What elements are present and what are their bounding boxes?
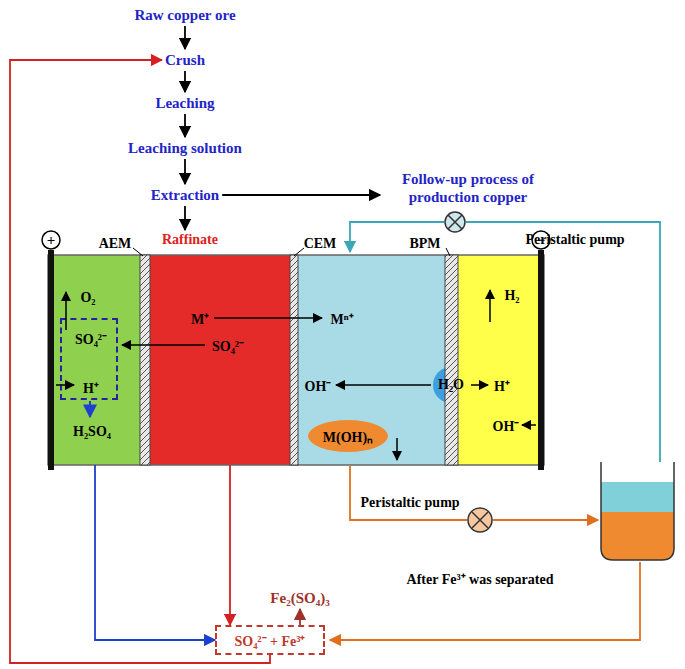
flow-arrow	[184, 159, 186, 184]
iron-box: SO₄²⁻ + Fe³⁺	[215, 625, 325, 655]
return-line	[466, 222, 660, 462]
node-text: H⁺	[494, 376, 510, 395]
flow-arrow	[184, 114, 186, 137]
flow-step: Extraction	[151, 186, 219, 204]
node-text: H⁺	[83, 378, 99, 397]
cathode	[538, 250, 544, 470]
cem-membrane	[290, 255, 298, 465]
flow-step: Crush	[165, 51, 205, 69]
sludge-line	[493, 519, 598, 521]
bpm-membrane	[445, 255, 458, 465]
node-text: SO₄²⁻	[75, 329, 107, 348]
leader-lines	[133, 248, 450, 256]
cathode-chamber: H₂ H⁺ OH⁻	[458, 255, 538, 465]
node-text: O₂	[80, 290, 95, 306]
flow-step: Leaching solution	[128, 139, 242, 157]
ion-arrows	[56, 290, 536, 460]
raffinate-chamber: RaffinateM⁺SO₄²⁻	[150, 255, 290, 465]
anode	[48, 250, 54, 470]
membrane-label: BPM	[409, 236, 440, 252]
flow-arrow	[229, 465, 231, 625]
cell-outline	[48, 255, 544, 465]
flow-arrow	[184, 26, 186, 49]
node-text: Raw copper ore	[134, 6, 235, 24]
node-text: SO₄²⁻ + Fe³⁺	[234, 631, 305, 650]
pump-symbol	[468, 508, 492, 532]
flow-step: Raw copper ore	[134, 6, 235, 24]
flow-arrow	[222, 194, 380, 196]
node-text: H₂O	[438, 377, 464, 393]
node-text: Crush	[165, 51, 205, 69]
pump-label: Peristaltic pump	[360, 495, 459, 511]
product-chamber: Mⁿ⁺OH⁻H₂OM(OH)ₙ	[298, 255, 445, 465]
node-text: OH⁻	[493, 416, 520, 435]
node-text: H₂	[504, 288, 519, 304]
aem-membrane	[140, 255, 150, 465]
node-text: M⁺	[191, 309, 209, 328]
node-text: OH⁻	[305, 376, 332, 395]
flow-step: Follow-up process of production copper	[382, 170, 554, 206]
node-text: Leaching	[155, 94, 214, 112]
flow-arrow	[184, 71, 186, 92]
membrane-label: CEM	[304, 236, 337, 252]
hydroxide-ellipse: M(OH)ₙ	[308, 420, 388, 452]
cathode-terminal	[532, 231, 550, 249]
node-text: M(OH)ₙ	[323, 427, 373, 446]
node-text: Extraction	[151, 186, 219, 204]
pump-symbol	[445, 212, 465, 232]
node-text: H₂SO₄	[73, 424, 111, 440]
node-text: Mⁿ⁺	[330, 309, 353, 328]
flow-arrow	[299, 609, 301, 625]
node-text: Leaching solution	[128, 139, 242, 157]
flow-arrow	[184, 206, 186, 230]
flow-step: Leaching	[155, 94, 214, 112]
node-text: Follow-up process of production copper	[382, 170, 554, 206]
tank	[601, 462, 674, 560]
membrane-label: AEM	[99, 236, 132, 252]
anode-chamber: O₂ H₂SO₄ SO₄²⁻ H⁺	[54, 255, 140, 465]
node-text: Fe₂(SO₄)₃	[270, 589, 329, 607]
flow-arrow	[95, 465, 215, 640]
node-text: SO₄²⁻	[212, 336, 244, 355]
sludge-line	[350, 466, 467, 520]
acid-arrow	[89, 401, 91, 417]
note-label: After Fe³⁺ was separated	[407, 569, 554, 588]
electrode-sign: +	[47, 232, 56, 249]
anode-terminal	[42, 231, 60, 249]
ion-group: SO₄²⁻ H⁺	[60, 318, 118, 400]
iron-line	[330, 562, 640, 640]
pump-label: Peristaltic pump	[525, 232, 624, 248]
product-label: Fe₂(SO₄)₃	[270, 589, 329, 607]
return-line	[350, 222, 444, 252]
flow-arrow	[10, 60, 270, 663]
node-text: Raffinate	[162, 232, 218, 248]
